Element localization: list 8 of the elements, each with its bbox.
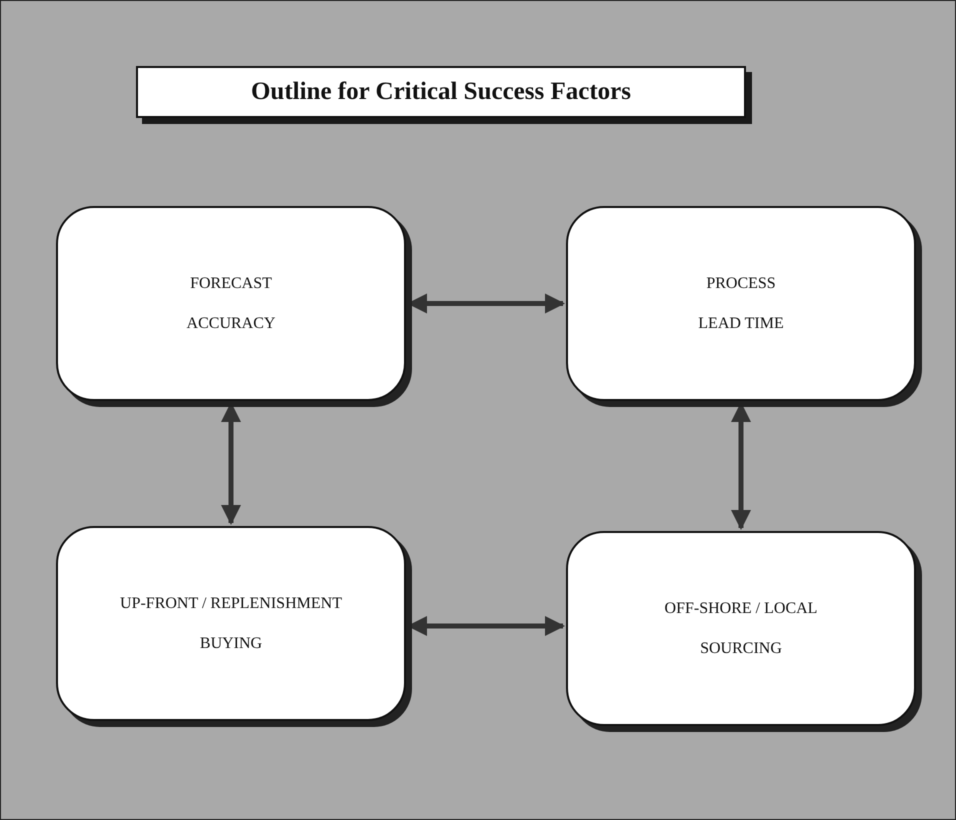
box-label: OFF-SHORE / LOCAL bbox=[664, 600, 818, 618]
box-label: BUYING bbox=[200, 634, 262, 652]
box-label: ACCURACY bbox=[186, 314, 276, 332]
box-label: FORECAST bbox=[190, 274, 272, 292]
box-label: UP-FRONT / REPLENISHMENT bbox=[120, 594, 342, 612]
box-label: PROCESS bbox=[706, 274, 776, 292]
box-label: SOURCING bbox=[700, 640, 782, 658]
box-label: LEAD TIME bbox=[698, 314, 784, 332]
